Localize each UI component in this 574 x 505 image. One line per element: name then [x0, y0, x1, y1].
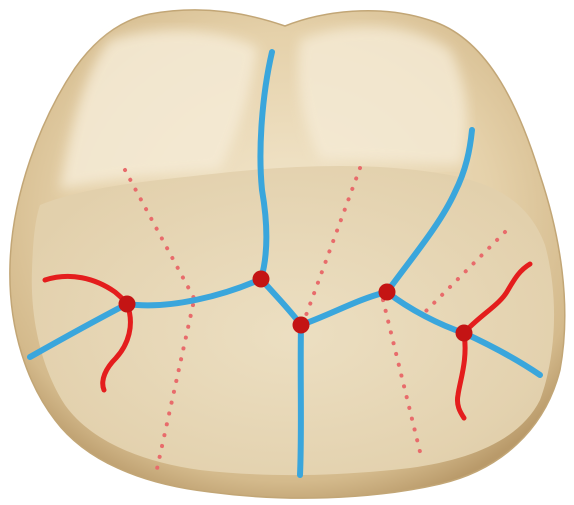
pit — [253, 271, 270, 288]
fissure — [300, 325, 301, 475]
cusp-highlight — [298, 27, 467, 165]
pit — [119, 296, 136, 313]
pit — [293, 317, 310, 334]
pit — [456, 325, 473, 342]
pit — [379, 284, 396, 301]
